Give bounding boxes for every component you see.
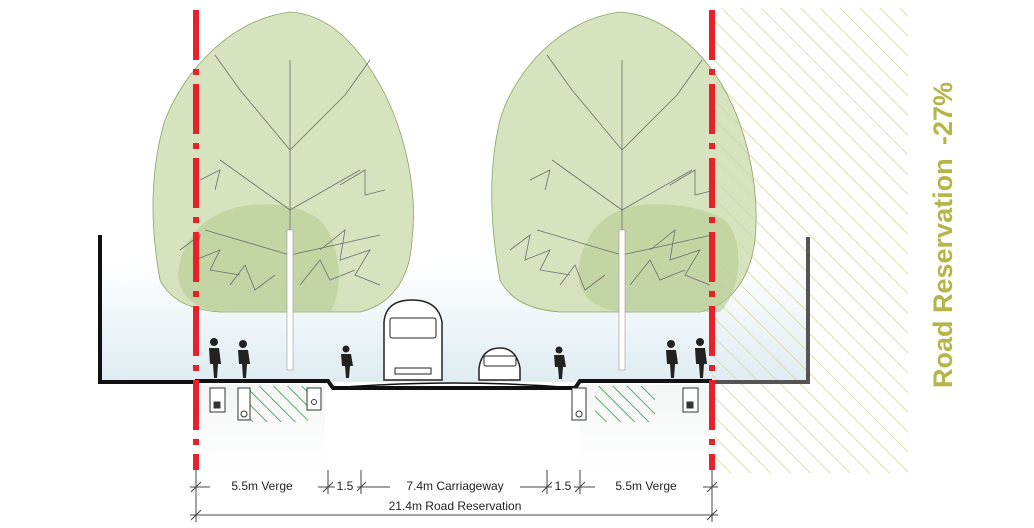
service-pit-icon <box>209 387 699 421</box>
bus-icon <box>383 299 443 381</box>
deciduous-tree-icon <box>491 11 757 371</box>
building-edge-right <box>712 237 810 384</box>
carriageway-camber <box>332 382 576 389</box>
gap-right-label: 1.5 <box>555 479 572 493</box>
side-label-percent: -27% <box>928 82 958 145</box>
side-label-title: Road Reservation <box>928 158 958 388</box>
gap-left-label: 1.5 <box>337 479 354 493</box>
dimension-lines <box>190 470 718 522</box>
verge-planting-left <box>250 386 308 422</box>
verge-right-label: 5.5m Verge <box>615 479 677 493</box>
dimension-labels: 5.5m Verge 1.5 7.4m Carriageway 1.5 5.5m… <box>210 478 703 514</box>
pedestrian-icon <box>209 338 707 379</box>
carriageway-label: 7.4m Carriageway <box>406 479 503 493</box>
side-label: Road Reservation -27% <box>928 82 958 388</box>
deciduous-tree-icon <box>152 11 414 371</box>
verge-left-label: 5.5m Verge <box>231 479 293 493</box>
road-surface <box>195 379 712 390</box>
car-icon <box>478 347 521 381</box>
total-reservation-label: 21.4m Road Reservation <box>389 499 522 513</box>
building-edge-left <box>98 235 195 384</box>
verge-planting-right <box>595 386 655 422</box>
